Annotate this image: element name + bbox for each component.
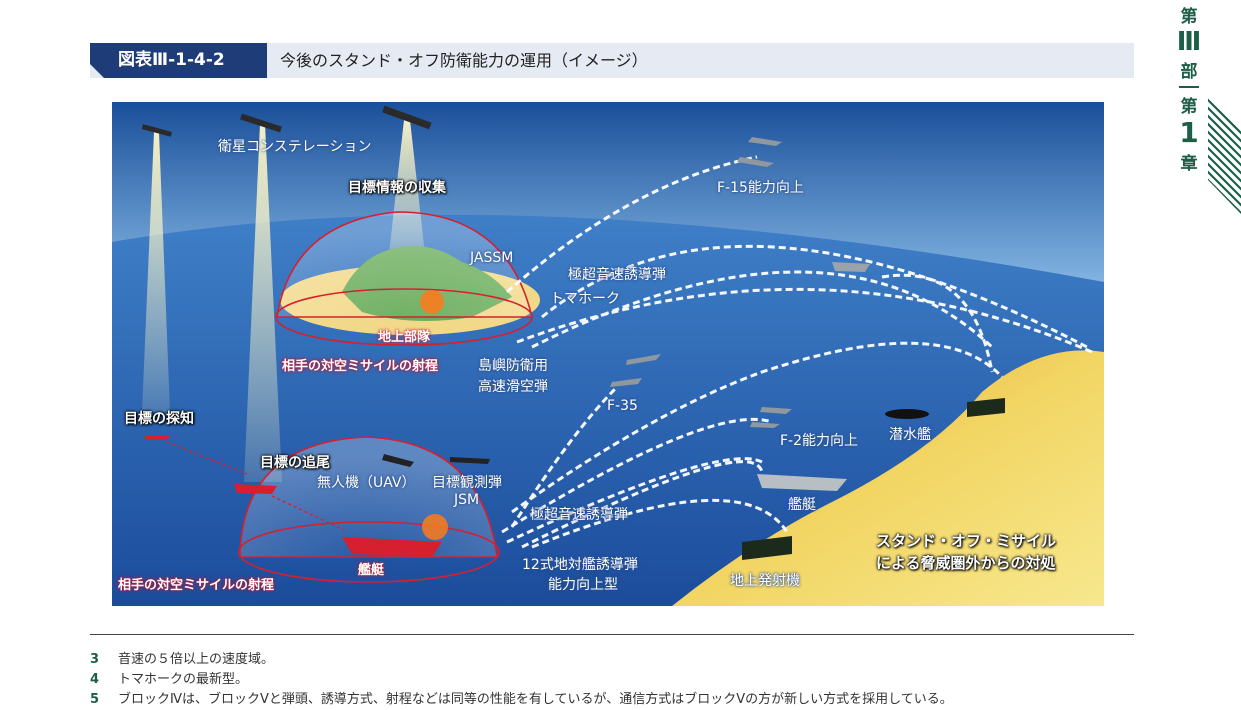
observe-label-2: JSM xyxy=(454,492,480,508)
divider xyxy=(1179,86,1199,88)
standoff-label-2: による脅威圏外からの対処 xyxy=(876,554,1056,572)
chapter-number: 1 xyxy=(1179,116,1199,149)
stripe-decoration xyxy=(1208,59,1241,214)
hypersonic-top-label: 極超音速誘導弾 xyxy=(568,267,666,283)
enemy-ship xyxy=(342,537,442,557)
track-label: 目標の追尾 xyxy=(260,455,330,471)
collect-label: 目標情報の収集 xyxy=(348,180,446,196)
warship-icon xyxy=(757,474,847,491)
island-defense-label-2: 高速滑空弾 xyxy=(478,379,548,395)
ship-missile-label-1: 12式地対艦誘導弾 xyxy=(522,557,638,573)
part-prefix: 第 xyxy=(1180,7,1198,27)
part-suffix: 部 xyxy=(1180,62,1198,82)
sat-beam-2 xyxy=(244,124,282,482)
jassm-label: JASSM xyxy=(470,250,514,266)
footnote-text: トマホークの最新型。 xyxy=(118,672,249,687)
scene-svg xyxy=(112,102,1104,606)
warship-target-label: 艦艇 xyxy=(358,563,385,578)
aa-range-top-label: 相手の対空ミサイルの射程 xyxy=(282,359,439,374)
warship-label: 艦艇 xyxy=(788,497,816,513)
footnote-number: 4 xyxy=(90,672,100,687)
f35-label: F-35 xyxy=(607,398,638,414)
hypersonic-bottom-label: 極超音速誘導弾 xyxy=(530,507,628,523)
footnote-text: 音速の５倍以上の速度域。 xyxy=(118,652,275,667)
footnote-text: ブロックⅣは、ブロックⅤと弾頭、誘導方式、射程などは同等の性能を有しているが、通… xyxy=(118,692,953,707)
footnote-number: 3 xyxy=(90,652,100,667)
f15-label: F-15能力向上 xyxy=(717,180,804,196)
fighter-icons xyxy=(610,137,792,428)
footnote-rule xyxy=(90,634,1134,635)
satellite-label: 衛星コンステレーション xyxy=(218,139,372,155)
tomahawk-label: トマホーク xyxy=(550,291,620,307)
island-defense-label-1: 島嶼防衛用 xyxy=(478,358,548,374)
uav-label: 無人機（UAV） xyxy=(317,475,416,491)
trajectories xyxy=(501,155,1093,549)
aa-range-dome-top xyxy=(276,211,534,318)
footnote: 3 音速の５倍以上の速度域。 xyxy=(90,650,1134,670)
launcher-label: 地上発射機 xyxy=(730,573,800,589)
figure-title: 今後のスタンド・オフ防衛能力の運用（イメージ） xyxy=(280,51,648,70)
standoff-label-1: スタンド・オフ・ミサイル xyxy=(876,532,1057,550)
submarine-label: 潜水艦 xyxy=(889,427,931,443)
submarine-icon xyxy=(885,409,929,419)
f2-label: F-2能力向上 xyxy=(780,433,859,449)
footnotes: 3 音速の５倍以上の速度域。 4 トマホークの最新型。 5 ブロックⅣは、ブロックⅤと… xyxy=(90,650,1134,710)
footnote: 5 ブロックⅣは、ブロックⅤと弾頭、誘導方式、射程などは同等の性能を有しているが、… xyxy=(90,690,1134,710)
figure-header: 図表Ⅲ-1-4-2 今後のスタンド・オフ防衛能力の運用（イメージ） xyxy=(90,43,1134,78)
footnote-number: 5 xyxy=(90,692,100,707)
chapter-suffix: 章 xyxy=(1180,154,1198,174)
chapter-side-tab: 第 Ⅲ 部 第 1 章 xyxy=(1174,0,1204,200)
ship-missile-label-2: 能力向上型 xyxy=(548,577,618,593)
figure-number: 図表Ⅲ-1-4-2 xyxy=(90,43,267,78)
detect-label: 目標の探知 xyxy=(124,411,194,427)
chapter-prefix: 第 xyxy=(1180,97,1198,117)
part-number: Ⅲ xyxy=(1176,27,1202,57)
footnote: 4 トマホークの最新型。 xyxy=(90,670,1134,690)
launcher-icon xyxy=(742,536,792,560)
standoff-illustration: 衛星コンステレーション 目標情報の収集 JASSM 極超音速誘導弾 トマホーク … xyxy=(112,102,1104,606)
satellite-icon xyxy=(141,105,432,137)
sat-beam-1 xyxy=(142,132,170,412)
aa-range-bottom-label: 相手の対空ミサイルの射程 xyxy=(118,578,275,593)
ground-unit-label: 地上部隊 xyxy=(378,330,431,345)
observe-label-1: 目標観測弾 xyxy=(432,475,502,491)
